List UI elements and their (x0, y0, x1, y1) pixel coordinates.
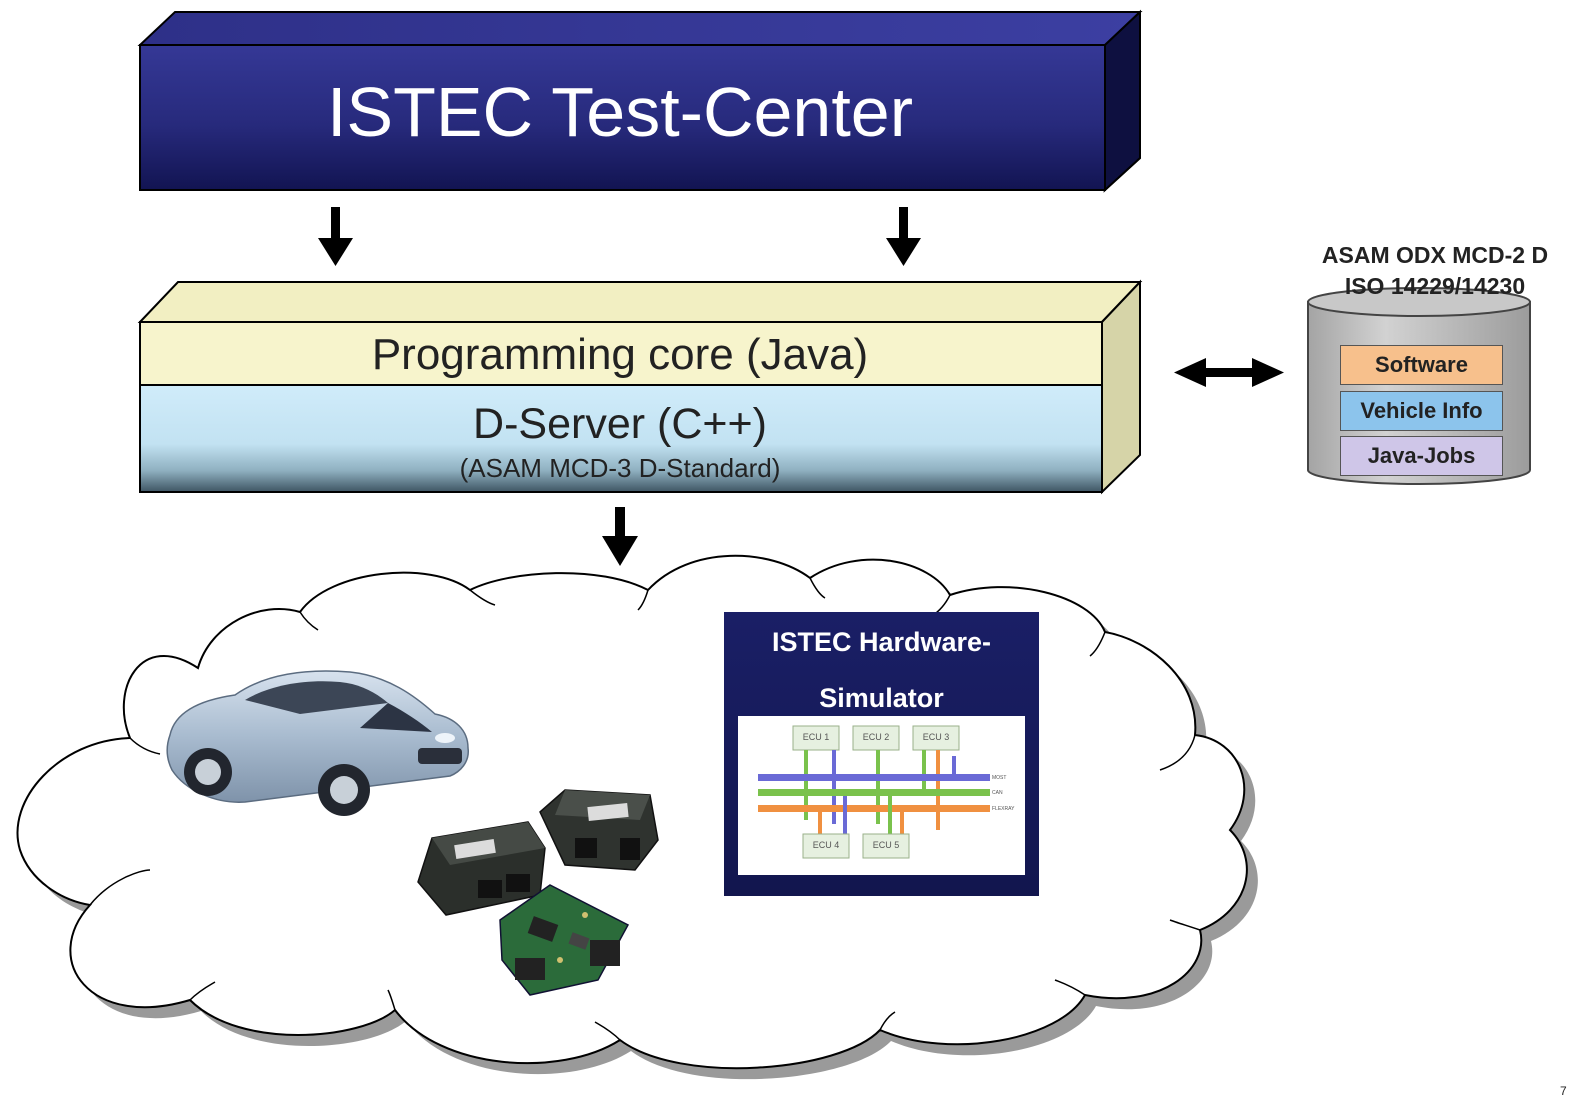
database-header-line1: ASAM ODX MCD-2 D (1321, 242, 1549, 268)
simulator-title-line1: ISTEC Hardware- (771, 627, 992, 657)
circuit-board-image (499, 884, 630, 996)
simulator-network-image: ECU 1 ECU 2 ECU 3 MOST CAN FLEXRAY ECU (738, 716, 1025, 875)
sim-ecu-2: ECU 2 (852, 725, 900, 751)
sim-ecu-5-label: ECU 5 (873, 840, 900, 850)
sim-ecu-1-label: ECU 1 (803, 732, 830, 742)
test-center-top (137, 11, 1143, 46)
test-center-front (139, 44, 1106, 191)
sim-ecu-4-label: ECU 4 (813, 840, 840, 850)
db-item-vehicle-info: Vehicle Info (1340, 391, 1503, 431)
most-bus-label: MOST (992, 775, 1006, 781)
test-center-title: ISTEC Test-Center (326, 73, 914, 151)
sim-ecu-4: ECU 4 (802, 833, 850, 859)
db-item-java-jobs: Java-Jobs (1340, 436, 1503, 476)
can-bus (758, 789, 990, 796)
sim-ecu-2-label: ECU 2 (863, 732, 890, 742)
test-center-right-face (1104, 9, 1141, 193)
programming-core-label: Programming core (Java) (371, 330, 869, 379)
test-center-block (137, 9, 1143, 193)
sim-ecu-3: ECU 3 (912, 725, 960, 751)
sim-ecu-5: ECU 5 (862, 833, 910, 859)
arrow-down-right (886, 207, 921, 266)
can-bus-label: CAN (992, 790, 1003, 796)
page-number: 7 (1560, 1084, 1567, 1098)
core-block (137, 279, 1143, 495)
ecu-module-image-1 (417, 821, 546, 916)
sim-ecu-1: ECU 1 (792, 725, 840, 751)
simulator-title-line2: Simulator (819, 683, 944, 713)
car-image (166, 670, 469, 816)
double-arrow-icon (1174, 358, 1284, 387)
d-server-subtitle: (ASAM MCD-3 D-Standard) (459, 453, 781, 483)
arrow-down-left (318, 207, 353, 266)
cloud-creases (89, 577, 1201, 1041)
ecu-module-image-2 (539, 789, 659, 871)
core-top (137, 281, 1143, 323)
flexray-bus-label: FLEXRAY (992, 806, 1015, 812)
most-bus (758, 774, 990, 781)
d-server-face (139, 384, 1103, 493)
d-server-label: D-Server (C++) (473, 400, 767, 448)
arrow-down-cloud (602, 507, 638, 566)
programming-core-face (139, 321, 1103, 386)
sim-ecu-3-label: ECU 3 (923, 732, 950, 742)
db-item-software: Software (1340, 345, 1503, 385)
flexray-bus (758, 805, 990, 812)
database-header-line2: ISO 14229/14230 (1344, 273, 1526, 299)
